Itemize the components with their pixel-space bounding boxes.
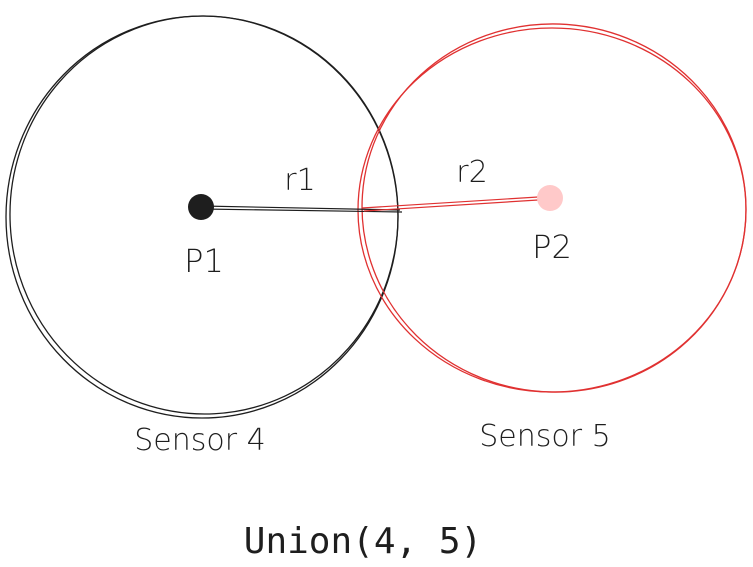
sensor-5-circle [357,23,747,393]
point-p2 [537,185,563,211]
union-caption: Union(4, 5) [244,521,482,562]
sensor-4-name: Sensor 4 [134,423,265,458]
point-p2-label: P2 [532,228,572,266]
radius-r1-label: r1 [284,163,315,198]
sensor-5-name: Sensor 5 [479,419,610,454]
radius-r2-line [361,195,555,212]
sensor-4-circle [5,15,399,419]
radius-r2-label: r2 [456,155,487,190]
radius-r1-line [201,205,403,213]
point-p1-label: P1 [184,242,224,280]
point-p1 [188,194,214,220]
